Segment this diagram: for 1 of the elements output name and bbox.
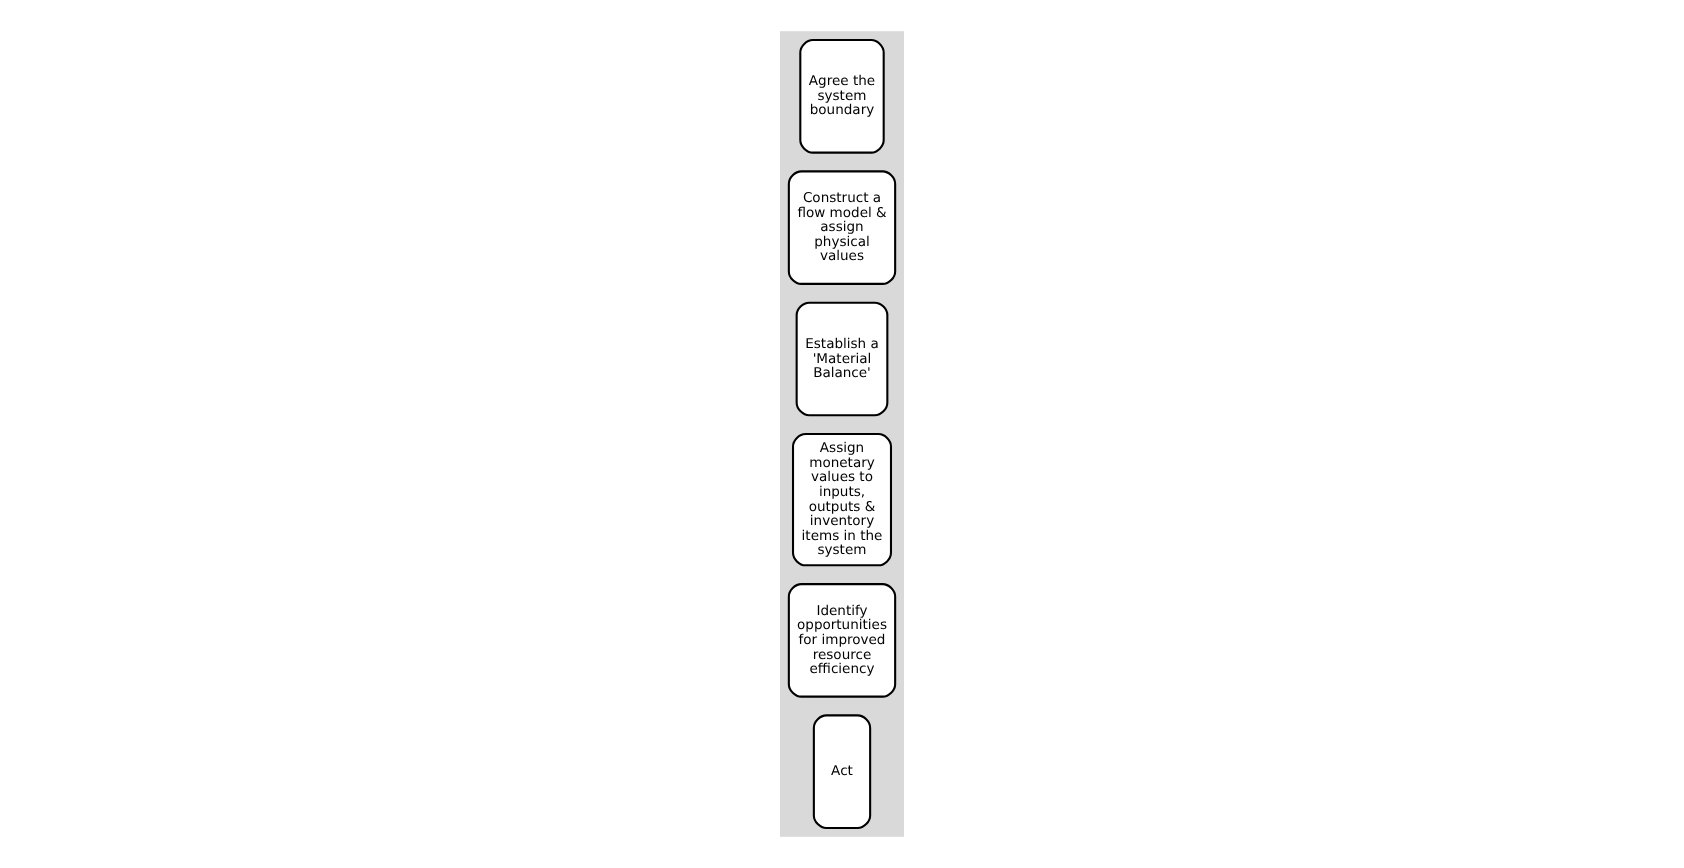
cluster — [780, 31, 904, 837]
